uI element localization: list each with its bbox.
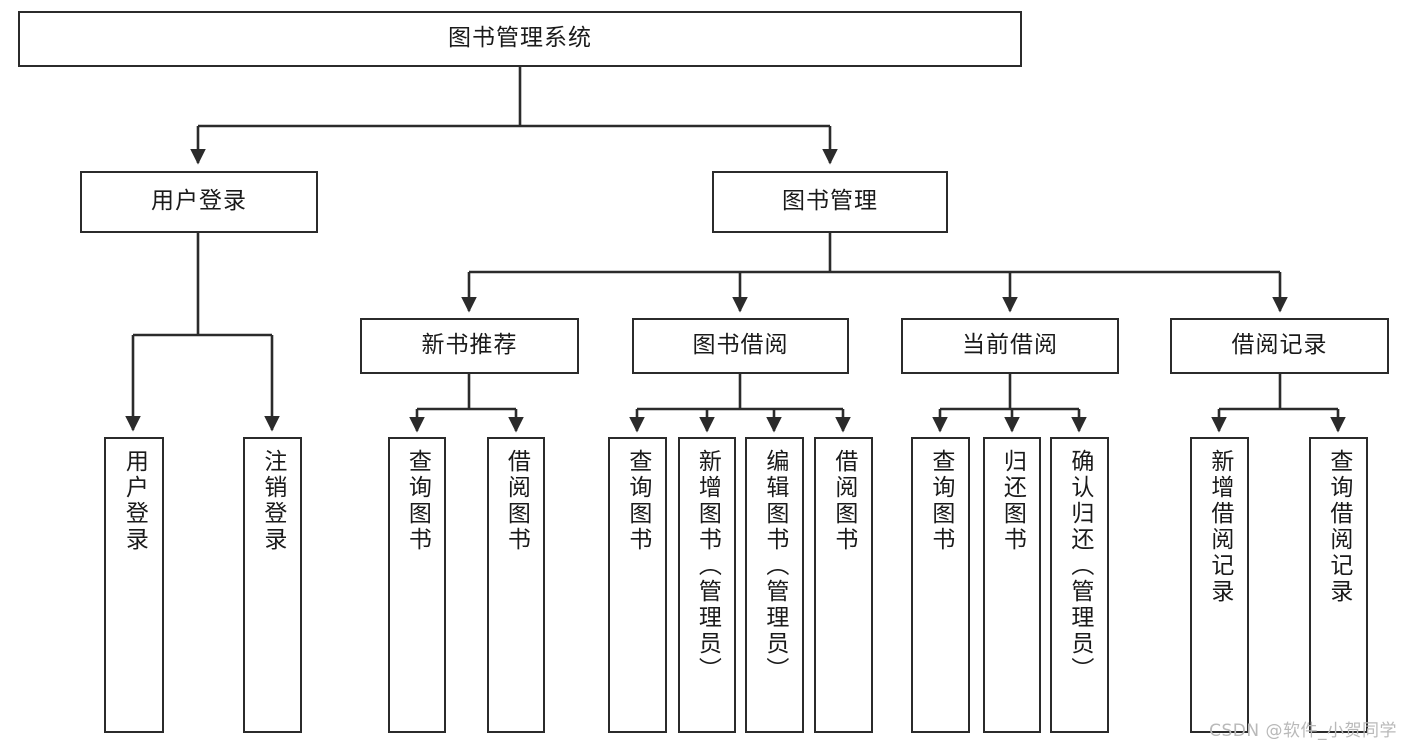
node-label: 用户登录 <box>151 188 247 215</box>
leaf-query-book-recommend[interactable]: 查询图书 <box>388 437 446 733</box>
leaf-logout[interactable]: 注销登录 <box>243 437 302 733</box>
node-borrow-record[interactable]: 借阅记录 <box>1170 318 1389 374</box>
leaf-confirm-return-admin[interactable]: 确认归还（管理员） <box>1050 437 1109 733</box>
csdn-watermark: CSDN @软件_小贺同学 <box>1209 721 1397 741</box>
node-label: 借阅图书 <box>830 449 857 553</box>
node-label: 图书管理系统 <box>448 25 592 52</box>
leaf-edit-book-admin[interactable]: 编辑图书（管理员） <box>745 437 804 733</box>
node-root[interactable]: 图书管理系统 <box>18 11 1022 67</box>
node-label: 当前借阅 <box>962 332 1058 359</box>
node-label: 编辑图书（管理员） <box>761 449 788 683</box>
leaf-borrow-book[interactable]: 借阅图书 <box>814 437 873 733</box>
node-label: 图书管理 <box>782 188 878 215</box>
leaf-add-book-admin[interactable]: 新增图书（管理员） <box>678 437 736 733</box>
node-label: 归还图书 <box>999 449 1026 553</box>
node-label: 借阅记录 <box>1231 332 1328 359</box>
node-label: 新增借阅记录 <box>1206 449 1233 605</box>
node-label: 确认归还（管理员） <box>1066 449 1093 683</box>
leaf-query-book-borrow[interactable]: 查询图书 <box>608 437 667 733</box>
node-label: 查询图书 <box>927 449 954 553</box>
node-label: 新书推荐 <box>421 332 518 359</box>
leaf-user-login[interactable]: 用户登录 <box>104 437 164 733</box>
leaf-return-book[interactable]: 归还图书 <box>983 437 1041 733</box>
node-label: 查询图书 <box>404 449 431 553</box>
node-label: 查询图书 <box>624 449 651 553</box>
node-label: 图书借阅 <box>692 332 789 359</box>
node-label: 查询借阅记录 <box>1325 449 1352 605</box>
node-label: 用户登录 <box>121 449 148 553</box>
leaf-borrow-book-recommend[interactable]: 借阅图书 <box>487 437 545 733</box>
node-book-management[interactable]: 图书管理 <box>712 171 948 233</box>
node-label: 借阅图书 <box>503 449 530 553</box>
node-label: 新增图书（管理员） <box>694 449 721 683</box>
leaf-query-borrow-record[interactable]: 查询借阅记录 <box>1309 437 1368 733</box>
leaf-query-book-current[interactable]: 查询图书 <box>911 437 970 733</box>
leaf-add-borrow-record[interactable]: 新增借阅记录 <box>1190 437 1249 733</box>
node-current-borrow[interactable]: 当前借阅 <box>901 318 1119 374</box>
node-book-borrow[interactable]: 图书借阅 <box>632 318 849 374</box>
node-new-book-recommend[interactable]: 新书推荐 <box>360 318 579 374</box>
node-user-login[interactable]: 用户登录 <box>80 171 318 233</box>
node-label: 注销登录 <box>259 449 286 553</box>
